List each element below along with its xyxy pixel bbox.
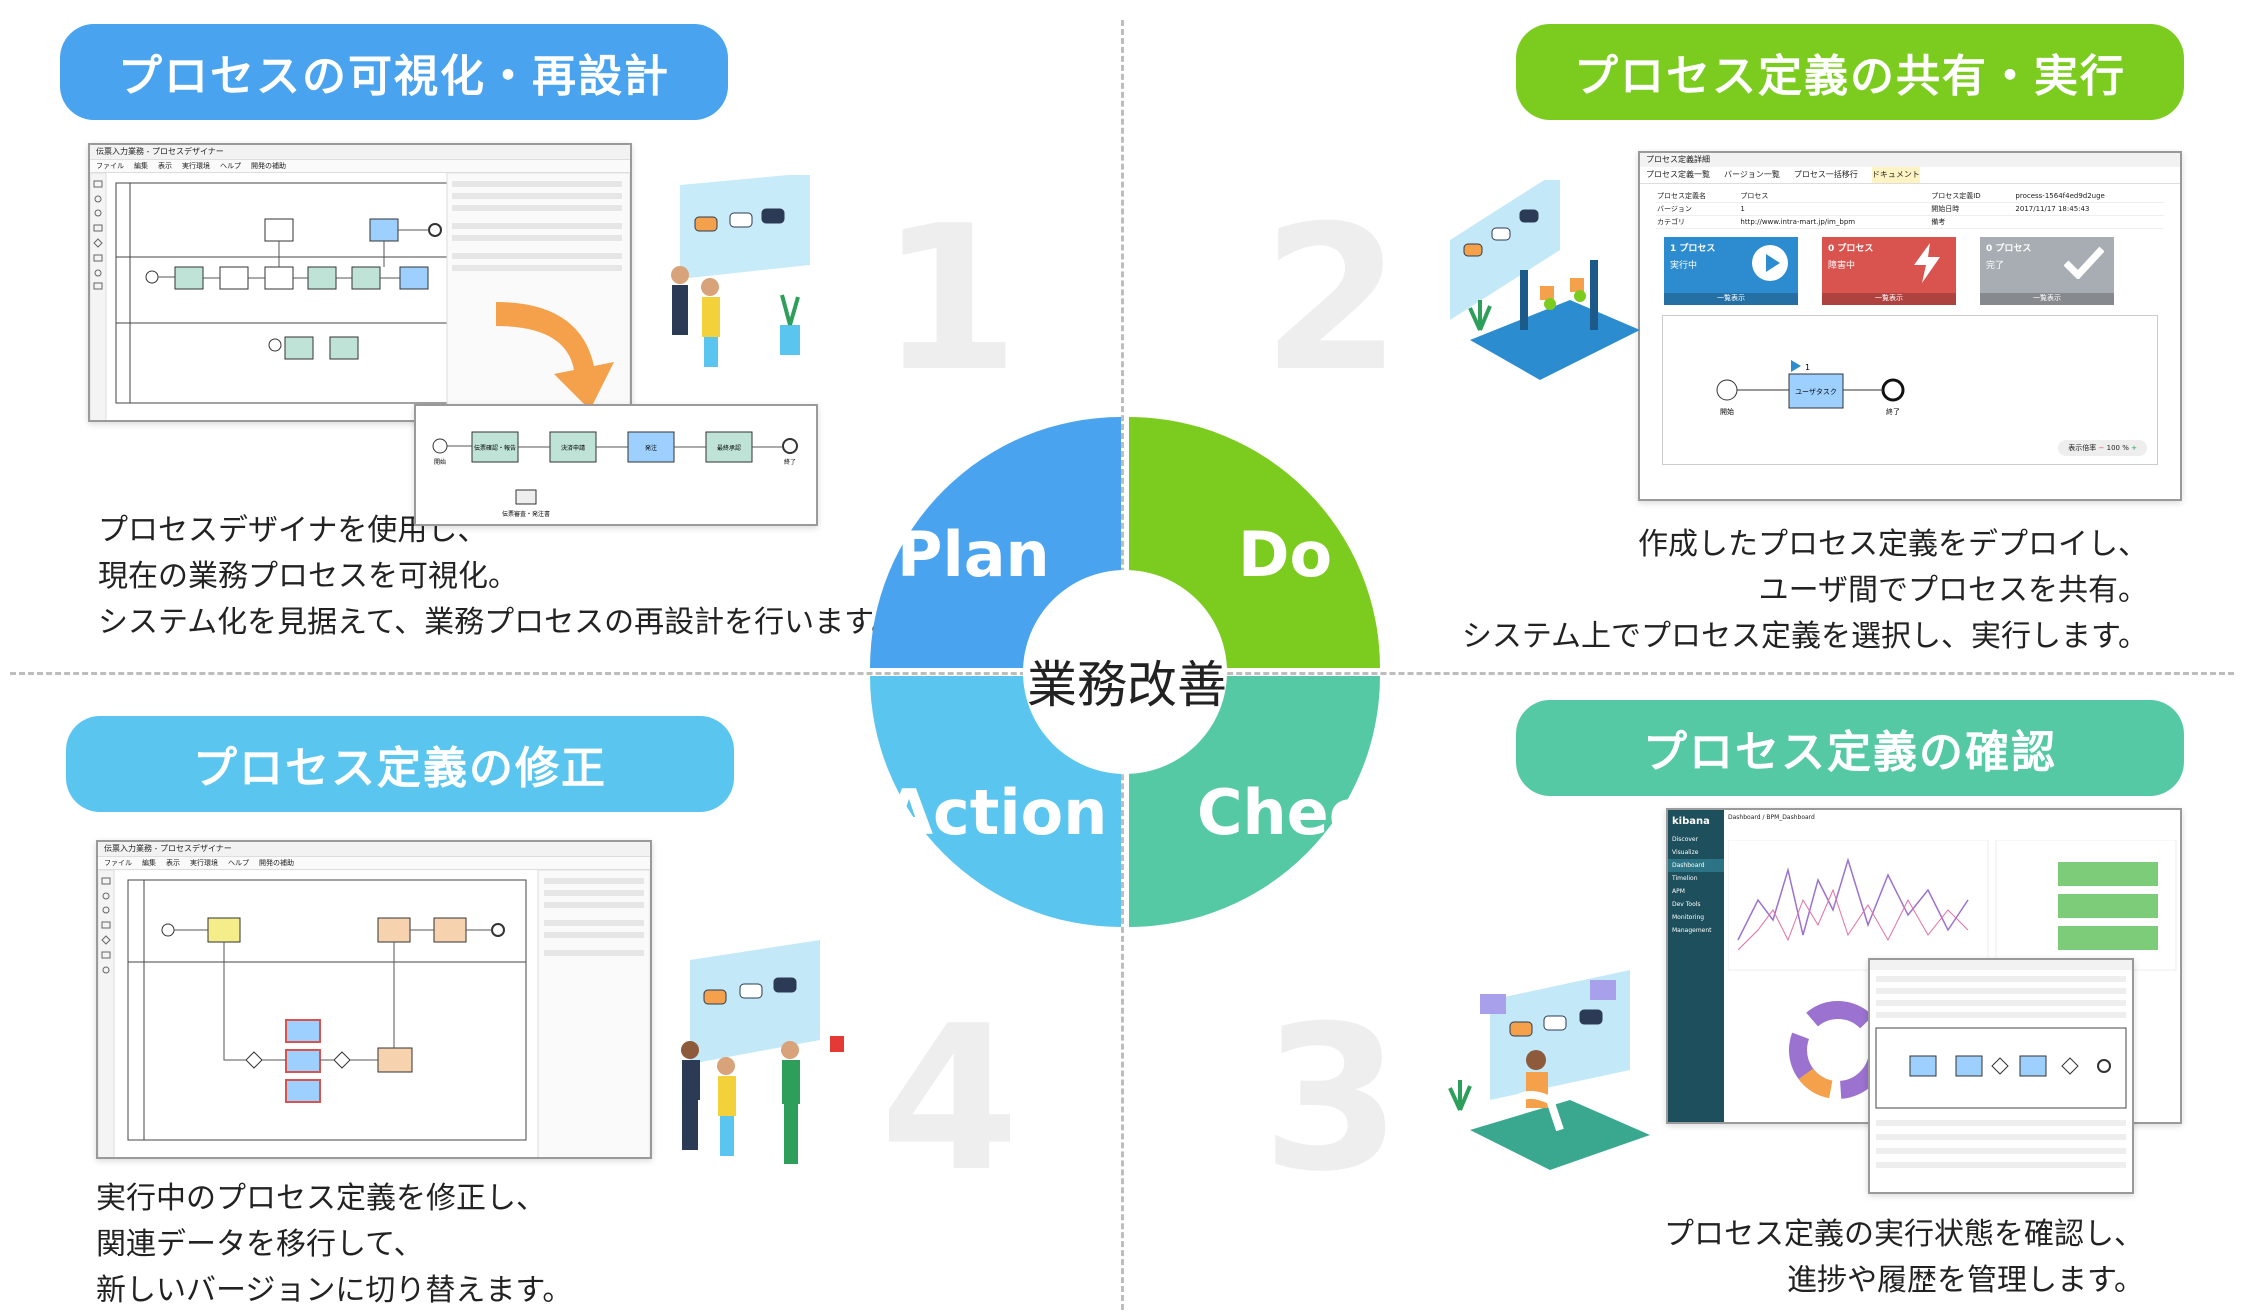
check-icon <box>2064 246 2104 279</box>
plan-title-pill: プロセスの可視化・再設計 <box>60 24 728 120</box>
play-icon <box>1752 245 1788 281</box>
plan-label: Plan <box>897 518 1050 591</box>
menu-view[interactable]: 表示 <box>158 162 172 170</box>
do-status-cards: 1 プロセス 実行中 一覧表示 0 プロセス 障害中 一覧表示 0 プロセス 完… <box>1664 237 2156 305</box>
step-number-2: 2 <box>1262 183 1402 416</box>
designer-window-title: 伝票入力業務 - プロセスデザイナー <box>90 145 630 160</box>
do-label: Do <box>1238 518 1333 591</box>
check-illustration <box>1448 970 1650 1170</box>
check-process-overlay <box>1868 958 2134 1194</box>
action-title: プロセス定義の修正 <box>193 743 607 794</box>
menu-runtime[interactable]: 実行環境 <box>182 162 210 170</box>
plan-description: プロセスデザイナを使用し、 現在の業務プロセスを可視化。 システム化を見据えて、… <box>98 513 902 640</box>
check-title-pill: プロセス定義の確認 <box>1516 700 2184 796</box>
wheel-center <box>1023 570 1227 774</box>
svg-text:伝票確認・報告: 伝票確認・報告 <box>474 444 516 452</box>
menu-edit[interactable]: 編集 <box>134 162 148 170</box>
svg-text:開始: 開始 <box>1720 407 1734 416</box>
svg-text:1: 1 <box>1805 363 1810 372</box>
svg-text:最終承認: 最終承認 <box>717 444 741 452</box>
step-number-4: 4 <box>880 983 1020 1216</box>
tab-definition-list[interactable]: プロセス定義一覧 <box>1646 170 1710 179</box>
plan-redesigned-process: 伝票確認・報告 決済申請 発注 最終承認 開始 終了 伝票審査・発注書 <box>414 404 818 526</box>
do-title: プロセス定義の共有・実行 <box>1574 51 2126 102</box>
kibana-nav-devtools[interactable]: Dev Tools <box>1672 901 1701 908</box>
svg-text:発注: 発注 <box>645 444 657 452</box>
kibana-nav-timelion[interactable]: Timelion <box>1672 875 1698 882</box>
redesign-arrow <box>496 302 614 410</box>
step-number-3: 3 <box>1262 983 1402 1216</box>
status-card-complete[interactable]: 0 プロセス 完了 一覧表示 <box>1980 237 2114 305</box>
kibana-brand: kibana <box>1672 816 1710 827</box>
kibana-nav-visualize[interactable]: Visualize <box>1672 849 1699 856</box>
tab-version-list[interactable]: バージョン一覧 <box>1724 170 1780 179</box>
step-number-1: 1 <box>880 183 1020 416</box>
plan-illustration <box>671 175 810 367</box>
check-label: Check <box>1197 776 1407 849</box>
svg-text:伝票審査・発注書: 伝票審査・発注書 <box>502 510 550 518</box>
svg-text:終了: 終了 <box>784 458 796 466</box>
do-title-pill: プロセス定義の共有・実行 <box>1516 24 2184 120</box>
action-designer-screenshot: 伝票入力業務 - プロセスデザイナー ファイル 編集 表示 実行環境 ヘルプ 開… <box>96 840 652 1159</box>
status-card-running[interactable]: 1 プロセス 実行中 一覧表示 <box>1664 237 1798 305</box>
kibana-nav-management[interactable]: Management <box>1672 927 1712 934</box>
kibana-nav-apm[interactable]: APM <box>1672 888 1685 895</box>
svg-text:決済申請: 決済申請 <box>561 444 585 452</box>
menu-file[interactable]: ファイル <box>96 162 124 170</box>
svg-text:終了: 終了 <box>1886 407 1900 416</box>
kibana-nav-dashboard[interactable]: Dashboard <box>1668 859 1724 872</box>
action-label: Action <box>885 776 1108 849</box>
kibana-header: Dashboard / BPM_Dashboard <box>1728 814 1815 821</box>
svg-text:ユーザタスク: ユーザタスク <box>1795 387 1837 396</box>
do-tabs: プロセス定義一覧 バージョン一覧 プロセス一括移行 ドキュメント <box>1640 167 2180 184</box>
lightning-icon <box>1914 243 1940 283</box>
kibana-nav-monitoring[interactable]: Monitoring <box>1672 914 1705 921</box>
kibana-panels <box>1728 840 2177 1099</box>
do-description: 作成したプロセス定義をデプロイし、 ユーザ間でプロセスを共有。 システム上でプロ… <box>1461 527 2148 654</box>
kibana-sidebar: kibana Discover Visualize Dashboard Time… <box>1668 810 1724 1122</box>
designer-menu-bar: ファイル 編集 表示 実行環境 ヘルプ 開発の補助 <box>90 160 630 173</box>
plan-title: プロセスの可視化・再設計 <box>118 51 670 102</box>
menu-help[interactable]: ヘルプ <box>220 162 241 170</box>
do-process-diagram: 1 ユーザタスク 開始 終了 表示倍率 − 100 % + <box>1662 315 2158 465</box>
tab-document[interactable]: ドキュメント <box>1871 167 1920 183</box>
pdca-wheel <box>870 417 1380 927</box>
tab-bulk-migrate[interactable]: プロセス一括移行 <box>1793 170 1858 179</box>
designer-canvas <box>90 172 630 420</box>
status-card-error[interactable]: 0 プロセス 障害中 一覧表示 <box>1822 237 1956 305</box>
kibana-nav-discover[interactable]: Discover <box>1672 836 1699 843</box>
plan-designer-screenshot: 伝票入力業務 - プロセスデザイナー ファイル 編集 表示 実行環境 ヘルプ 開… <box>88 143 632 422</box>
center-label: 業務改善 <box>1027 656 1227 714</box>
check-title: プロセス定義の確認 <box>1643 727 2057 778</box>
menu-dev[interactable]: 開発の補助 <box>251 162 286 170</box>
check-description: プロセス定義の実行状態を確認し、 進捗や履歴を管理します。 <box>1664 1217 2144 1298</box>
action-description: 実行中のプロセス定義を修正し、 関連データを移行して、 新しいバージョンに切り替… <box>96 1181 573 1308</box>
svg-text:開始: 開始 <box>434 458 446 466</box>
action-illustration <box>681 940 844 1164</box>
zoom-control[interactable]: 表示倍率 − 100 % + <box>2058 440 2147 456</box>
do-process-detail-screenshot: プロセス定義詳細 プロセス定義一覧 バージョン一覧 プロセス一括移行 ドキュメン… <box>1638 151 2182 501</box>
action-title-pill: プロセス定義の修正 <box>66 716 734 812</box>
do-illustration <box>1450 180 1640 380</box>
do-window-title: プロセス定義詳細 <box>1640 153 2180 167</box>
